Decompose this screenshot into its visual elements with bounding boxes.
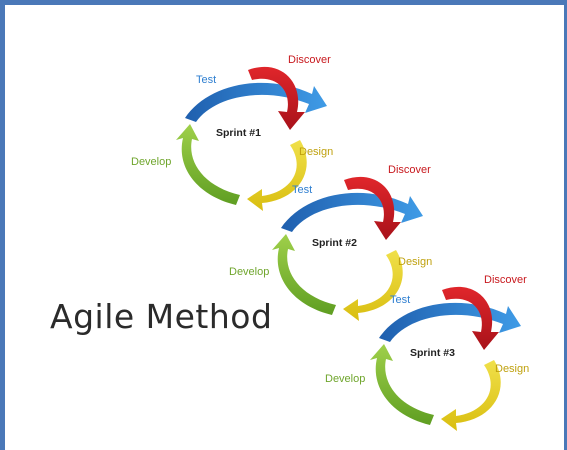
test-arrow-blue [185,82,327,122]
stage-label-test: Test [390,294,410,306]
stage-label-test: Test [292,184,312,196]
stage-label-design: Design [398,256,432,268]
sprint-label: Sprint #2 [312,237,357,249]
stage-label-discover: Discover [484,274,527,286]
sprint-label: Sprint #1 [216,127,261,139]
design-arrow-yellow [247,140,307,211]
stage-label-test: Test [196,74,216,86]
test-arrow-blue [281,192,423,232]
stage-label-discover: Discover [288,54,331,66]
discover-arrow-red [442,286,499,350]
stage-label-design: Design [495,363,529,375]
discover-arrow-red [248,66,305,130]
page-title: Agile Method [50,297,273,336]
sprint-label: Sprint #3 [410,347,455,359]
sprint-cycle-2: Sprint #2 Test Discover Design Develop [229,164,432,321]
stage-label-develop: Develop [229,266,269,278]
design-arrow-yellow [441,360,501,431]
stage-label-develop: Develop [131,156,171,168]
sprint-cycle-3: Sprint #3 Test Discover Design Develop [325,274,529,431]
sprint-cycle-1: Sprint #1 Test Discover Design Develop [131,54,333,211]
discover-arrow-red [344,176,401,240]
develop-arrow-green [272,234,336,315]
stage-label-discover: Discover [388,164,431,176]
develop-arrow-green [176,124,240,205]
develop-arrow-green [370,344,434,425]
stage-label-develop: Develop [325,373,365,385]
test-arrow-blue [379,302,521,342]
stage-label-design: Design [299,146,333,158]
design-arrow-yellow [343,250,403,321]
